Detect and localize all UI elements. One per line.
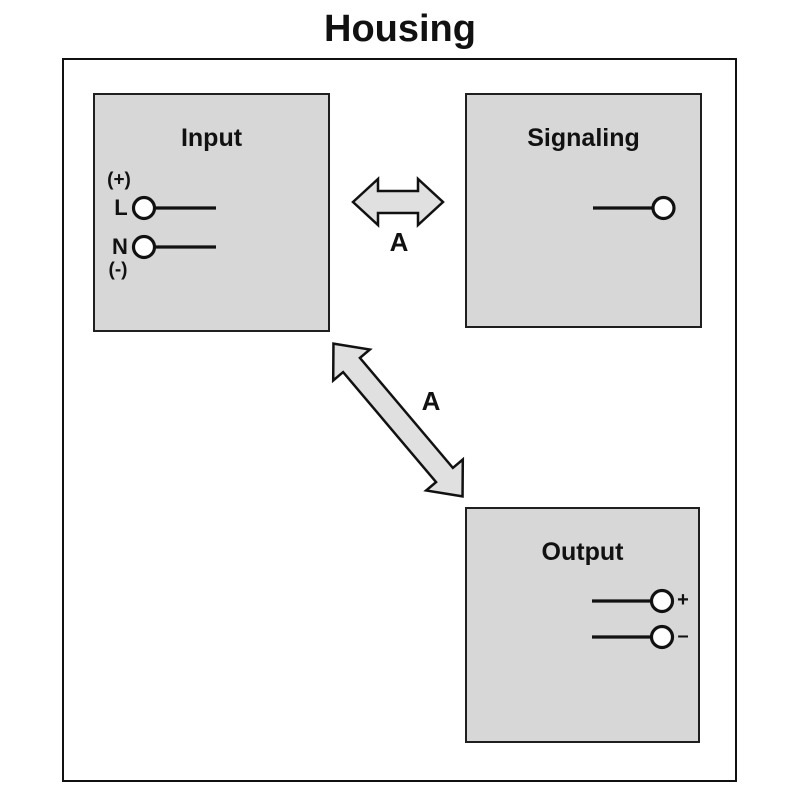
input-polarity-plus-label: (+) <box>107 169 131 191</box>
signaling-module: Signaling <box>465 93 702 328</box>
signaling-module-title: Signaling <box>527 124 640 152</box>
diagram-title: Housing <box>324 8 476 50</box>
output-negative-label: – <box>677 625 689 647</box>
input-module: Input <box>93 93 330 332</box>
input-module-title: Input <box>180 124 243 152</box>
output-module: Output <box>465 507 700 743</box>
arrow-label-input-output: A <box>421 386 441 416</box>
input-line-wire-label: L <box>114 195 128 220</box>
input-neutral-wire-label: N <box>112 234 128 259</box>
input-polarity-minus-label: (-) <box>108 259 128 281</box>
output-module-title: Output <box>541 538 624 566</box>
arrow-label-input-signaling: A <box>389 227 409 257</box>
output-positive-label: + <box>677 589 689 611</box>
